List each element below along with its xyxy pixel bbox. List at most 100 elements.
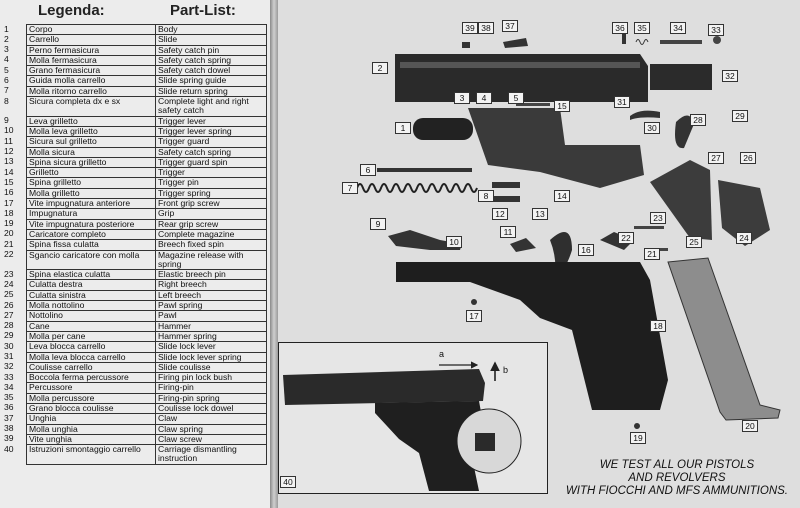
part-name-italian: Molla ritorno carrello — [26, 85, 156, 98]
part-number: 25 — [4, 289, 14, 300]
part-number: 38 — [4, 423, 14, 434]
part-name-english: Trigger lever — [155, 115, 267, 127]
slide-coulisse-part — [650, 64, 712, 90]
part-name-italian: Guida molla carrello — [26, 75, 156, 87]
part-name-italian: Spina fissa culatta — [26, 239, 156, 251]
part-name-italian: Corpo — [26, 23, 156, 36]
part-number: 7 — [4, 85, 9, 96]
callout-label: 1 — [395, 122, 411, 134]
part-number: 35 — [4, 392, 14, 403]
part-number: 27 — [4, 309, 14, 320]
part-name-english: Safety catch spring — [155, 146, 267, 158]
part-number: 32 — [4, 361, 14, 372]
callout-label: 27 — [708, 152, 724, 164]
part-name-italian: Leva grilletto — [26, 115, 156, 127]
part-number: 1 — [4, 23, 9, 34]
part-name-italian: Vite unghia — [26, 433, 156, 446]
callout-label: 34 — [670, 22, 686, 34]
callout-label: 18 — [650, 320, 666, 332]
part-number: 33 — [4, 371, 14, 382]
footer-note: WE TEST ALL OUR PISTOLS AND REVOLVERS WI… — [566, 459, 788, 498]
part-name-italian: Carrello — [26, 34, 156, 46]
right-breech-part — [718, 180, 770, 246]
part-number: 29 — [4, 330, 14, 341]
part-name-italian: Molla fermasicura — [26, 54, 156, 67]
part-number: 34 — [4, 381, 14, 392]
part-name-italian: Coulisse carrello — [26, 361, 156, 374]
part-name-italian: Sgancio caricatore con molla — [26, 249, 156, 271]
trigger-lever-part — [388, 230, 462, 250]
callout-label: 14 — [554, 190, 570, 202]
part-name-english: Slide lock lever — [155, 341, 267, 353]
inset-slide — [283, 369, 485, 405]
callout-label: 15 — [554, 100, 570, 112]
legend-header: Legenda: — [38, 2, 105, 19]
callout-label: 36 — [612, 22, 628, 34]
part-name-italian: Nottolino — [26, 310, 156, 322]
part-name-english: Claw spring — [155, 423, 267, 435]
part-name-italian: Molla nottolino — [26, 300, 156, 312]
part-name-english: Trigger lever spring — [155, 125, 267, 138]
part-name-english: Elastic breech pin — [155, 269, 267, 281]
part-name-italian: Grano blocca coulisse — [26, 402, 156, 415]
part-number: 13 — [4, 156, 14, 167]
part-name-english: Complete light and right safety catch — [155, 96, 267, 117]
part-name-italian: Molla leva grilletto — [26, 125, 156, 138]
callout-label: 37 — [502, 20, 518, 32]
callout-label: 17 — [466, 310, 482, 322]
part-name-italian: Spina grilletto — [26, 177, 156, 189]
part-list-header: Part-List: — [170, 2, 236, 19]
book-spine — [270, 0, 278, 508]
part-name-italian: Molla leva blocca carrello — [26, 351, 156, 363]
part-name-english: Magazine release with spring — [155, 249, 267, 271]
callout-label: 40 — [280, 476, 296, 488]
part-name-english: Body — [155, 23, 267, 36]
part-name-english: Hammer spring — [155, 330, 267, 343]
part-name-italian: Cane — [26, 320, 156, 332]
part-name-italian: Istruzioni smontaggio carrello — [26, 444, 156, 465]
part-number: 31 — [4, 351, 14, 361]
part-name-english: Firing pin lock bush — [155, 372, 267, 384]
callout-label: 7 — [342, 182, 358, 194]
callout-label: 22 — [618, 232, 634, 244]
callout-label: 26 — [740, 152, 756, 164]
callout-label: 8 — [478, 190, 494, 202]
part-name-english: Trigger guard — [155, 136, 267, 148]
callout-label: 21 — [644, 248, 660, 260]
part-name-english: Safety catch spring — [155, 54, 267, 67]
part-number: 12 — [4, 146, 14, 157]
part-number: 9 — [4, 115, 9, 126]
part-name-english: Slide coulisse — [155, 361, 267, 374]
callout-label: 20 — [742, 420, 758, 432]
part-number: 30 — [4, 340, 14, 351]
callout-label: 9 — [370, 218, 386, 230]
callout-label: 12 — [492, 208, 508, 220]
part-name-italian: Culatta destra — [26, 279, 156, 291]
part-number: 21 — [4, 238, 14, 249]
part-name-english: Safety catch dowel — [155, 65, 267, 77]
part-name-english: Front grip screw — [155, 198, 267, 210]
part-name-english: Grip — [155, 208, 267, 220]
part-name-english: Hammer — [155, 320, 267, 332]
grip-part — [396, 262, 668, 410]
callout-label: 11 — [500, 226, 516, 238]
part-name-italian: Culatta sinistra — [26, 289, 156, 302]
callout-label: 6 — [360, 164, 376, 176]
callout-label: 3 — [454, 92, 470, 104]
part-name-italian: Vite impugnatura anteriore — [26, 198, 156, 210]
part-number: 28 — [4, 320, 14, 331]
